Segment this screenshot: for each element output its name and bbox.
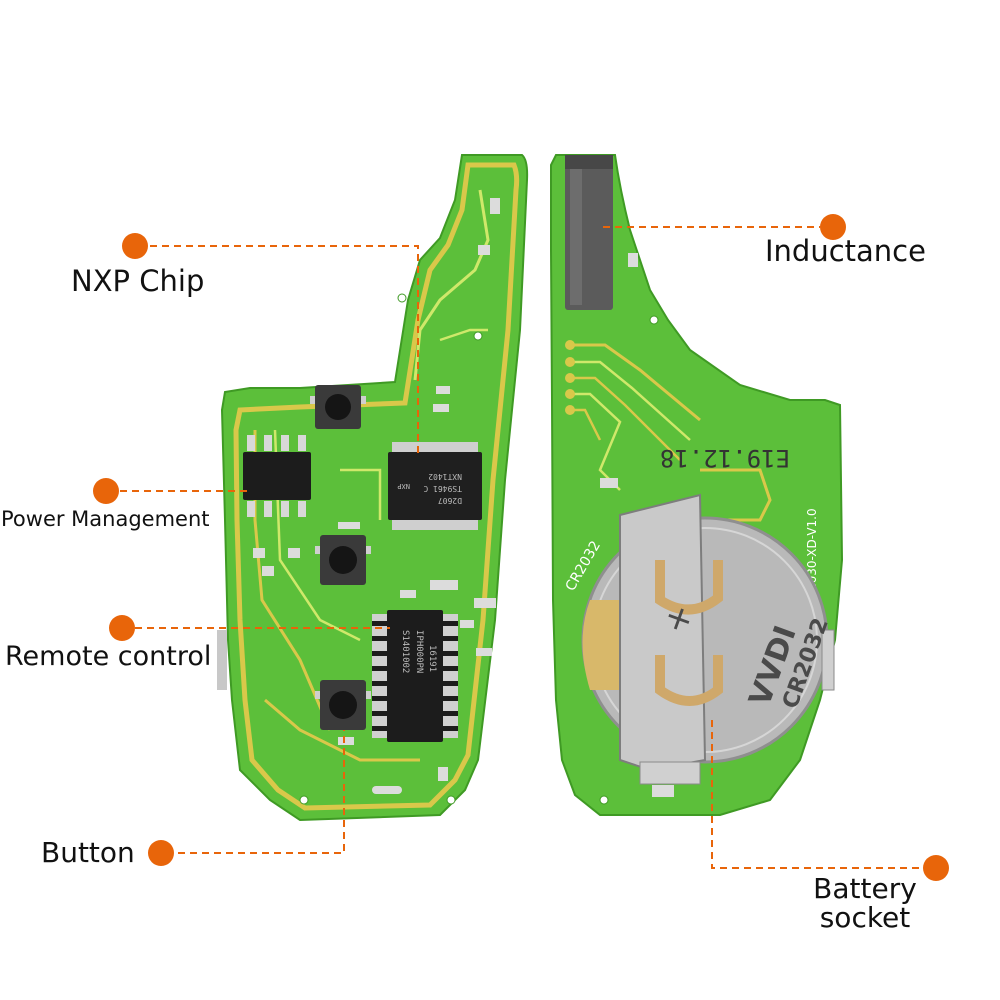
callout-lines (120, 226, 922, 869)
board-date-code: E19.12.18 (660, 444, 790, 472)
remote-control-chip: S1401002 IPH000PN 16191 (372, 610, 458, 742)
pcb-back-pads (565, 340, 575, 415)
tactile-button-middle (315, 535, 371, 585)
pcb-back-board: E19.12.18 SN030-XD-V1.0 CR2032 VVDI CR20… (550, 154, 844, 816)
callout-label-battery-socket: Battery socket (790, 874, 940, 933)
remote-chip-marking-1: S1401002 (400, 630, 410, 673)
callout-label-power-management: Power Management (1, 507, 210, 531)
callout-dot-inductance (820, 214, 846, 240)
callout-label-battery-line2: socket (819, 901, 911, 935)
pcb-back-holes (599, 315, 659, 805)
nxp-chip: NXP NXT1402 TS9461 C D2607 (388, 442, 482, 530)
inductance-coil (565, 155, 613, 310)
battery-socket: VVDI CR2032 + (581, 493, 835, 785)
pcb-front-trace-4 (439, 328, 488, 342)
pcb-back-trace-2 (568, 360, 691, 441)
pcb-front-trace-1 (413, 189, 490, 381)
callout-dot-power (93, 478, 119, 504)
nxp-chip-marking-4: D2607 (438, 496, 462, 505)
pcb-back-trace-3 (568, 376, 681, 461)
callout-dot-nxp (122, 233, 148, 259)
pcb-front-smd-components (253, 198, 500, 794)
battery-contact-loop-1 (655, 560, 723, 615)
battery-side-tab (821, 629, 835, 691)
pcb-front-board: NXP NXT1402 TS9461 C D2607 S1401002 IPH0… (217, 154, 529, 822)
pcb-back-trace-1 (568, 343, 701, 422)
pcb-front-holes (299, 293, 483, 805)
pcb-back-smd-components (600, 253, 674, 797)
pcb-back-trace-4 (568, 392, 622, 491)
callout-dots (93, 214, 949, 881)
callout-label-remote-control: Remote control (5, 641, 212, 672)
nxp-chip-marking-2: NXT1402 (428, 472, 462, 481)
pcb-back-trace-6 (700, 468, 772, 522)
callout-line-battery (711, 720, 922, 869)
callout-dot-remote (109, 615, 135, 641)
nxp-chip-marking-1: NXP (397, 482, 410, 490)
callout-label-nxp-chip: NXP Chip (71, 264, 205, 298)
nxp-chip-marking-3: TS9461 C (423, 484, 462, 493)
tactile-button-bottom (315, 680, 371, 730)
remote-chip-marking-3: 16191 (427, 645, 437, 672)
pcb-front-trace-6 (264, 698, 420, 762)
pcb-front-trace-border (233, 162, 520, 811)
tactile-button-top (310, 385, 366, 429)
callout-label-button: Button (41, 836, 135, 869)
callout-line-nxp (150, 245, 419, 455)
callout-dot-button (148, 840, 174, 866)
pcb-front-side-contact (217, 630, 227, 690)
battery-bottom-tab (639, 761, 701, 785)
callout-label-inductance: Inductance (765, 234, 926, 268)
power-management-chip (243, 435, 311, 517)
battery-contact-loop-2 (655, 655, 723, 706)
callout-label-battery-line1: Battery (813, 872, 917, 905)
pcb-front-trace-5 (340, 468, 382, 520)
remote-chip-marking-2: IPH000PN (414, 630, 424, 673)
callout-dot-battery (923, 855, 949, 881)
